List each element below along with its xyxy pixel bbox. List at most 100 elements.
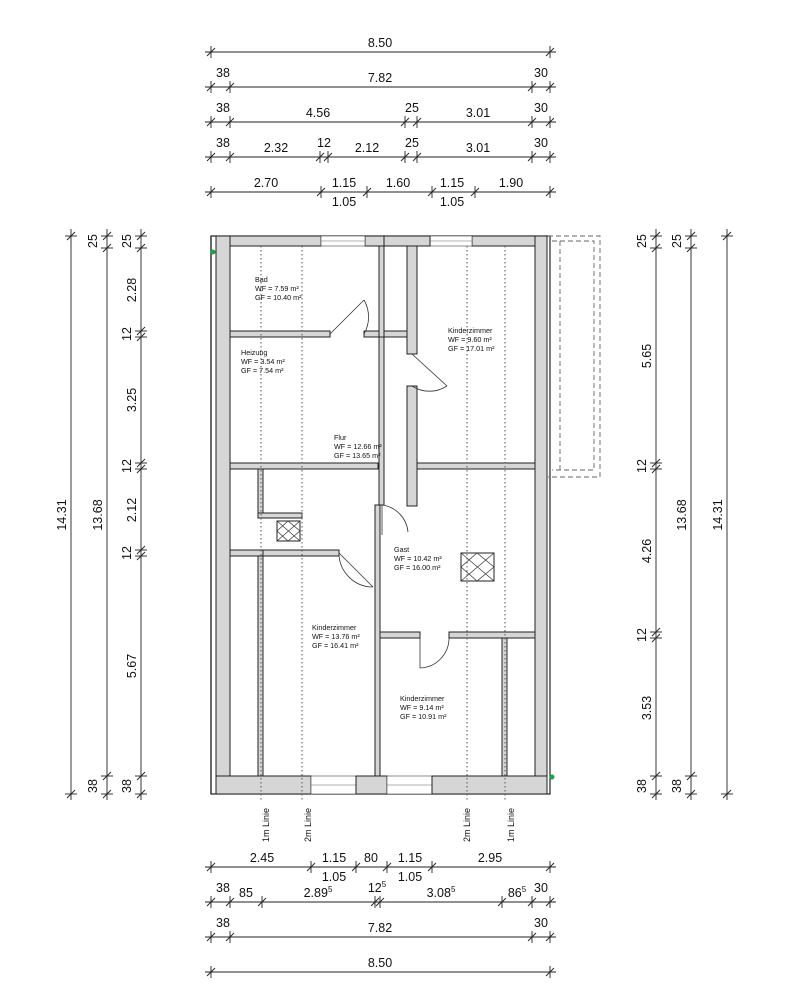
room-gast-name: Gast (394, 545, 409, 554)
dim-bot-r2-left: 38 (216, 881, 230, 895)
room-flur-gf: GF = 13.65 m² (334, 451, 381, 460)
room-bad: Bad WF = 7.59 m² GF = 10.40 m² (255, 275, 302, 302)
dim-top-r5-f: 1.05 (332, 195, 356, 209)
dim-bot-r1-f: 1.05 (322, 870, 346, 884)
dim-left-bot-b: 38 (120, 779, 134, 793)
top-dimensions: 8.50 38 7.82 30 38 4.56 25 3.01 30 38 (205, 36, 556, 209)
line-label-4: 1m Linie (506, 808, 516, 842)
room-bad-name: Bad (255, 275, 268, 284)
room-bad-wf: WF = 7.59 m² (255, 284, 299, 293)
room-kinder3-gf: GF = 10.91 m² (400, 712, 447, 721)
dim-top-r4-right: 30 (534, 136, 548, 150)
door-kinderzimmer-right (419, 635, 450, 669)
dim-top-r2-mid: 7.82 (368, 71, 392, 85)
height-line-labels: 1m Linie 2m Linie 2m Linie 1m Linie (261, 808, 516, 842)
dim-bot-r2-c: 12 (368, 881, 382, 895)
dim-left-seg3: 2.12 (125, 498, 139, 522)
dim-left-top-a: 25 (86, 234, 100, 248)
dim-right-total: 14.31 (711, 499, 725, 530)
dim-bot-r2-b: 2.89 (304, 886, 328, 900)
dim-right-bot-b: 38 (670, 779, 684, 793)
dim-top-r3-left: 38 (216, 101, 230, 115)
room-kinderzimmer-1: Kinderzimmer WF = 9.60 m² GF = 17.01 m² (448, 326, 495, 353)
room-kinder3-wf: WF = 9.14 m² (400, 703, 444, 712)
dim-top-r5-e: 1.90 (499, 176, 523, 190)
dim-left-seg4: 5.67 (125, 654, 139, 678)
dim-right-top-b: 25 (670, 234, 684, 248)
dim-bot-r1-c: 80 (364, 851, 378, 865)
dim-left-inner: 13.68 (91, 499, 105, 530)
dim-top-r2-left: 38 (216, 66, 230, 80)
room-gast-gf: GF = 16.00 m² (394, 563, 441, 572)
line-label-3: 2m Linie (462, 808, 472, 842)
dim-bot-r3-mid: 7.82 (368, 921, 392, 935)
dim-bot-r1-a: 2.45 (250, 851, 274, 865)
svg-text:865: 865 (508, 885, 527, 900)
dim-top-r3-c: 3.01 (466, 106, 490, 120)
room-kinder1-name: Kinderzimmer (448, 326, 493, 335)
dim-top-r3-right: 30 (534, 101, 548, 115)
door-bad (329, 299, 369, 335)
door-kinderzimmer-top (411, 353, 448, 392)
dim-bot-r2-e-sup: 5 (522, 885, 527, 894)
dim-left-seg1: 2.28 (125, 278, 139, 302)
dim-bot-r2-b-sup: 5 (328, 885, 333, 894)
line-label-2: 2m Linie (303, 808, 313, 842)
room-flur-name: Flur (334, 433, 347, 442)
room-flur: Flur WF = 12.66 m² GF = 13.65 m² (334, 433, 382, 460)
dim-top-r5-g: 1.05 (440, 195, 464, 209)
dim-top-r2-right: 30 (534, 66, 548, 80)
dim-right-bot-a: 38 (635, 779, 649, 793)
room-heizung-gf: GF = 7.54 m² (241, 366, 284, 375)
room-kinder2-gf: GF = 16.41 m² (312, 641, 359, 650)
dim-top-r5-b: 1.15 (332, 176, 356, 190)
dim-left-seg2: 3.25 (125, 388, 139, 412)
room-kinder2-wf: WF = 13.76 m² (312, 632, 360, 641)
dim-bot-r1-g: 1.05 (398, 870, 422, 884)
room-gast: Gast WF = 10.42 m² GF = 16.00 m² (394, 545, 442, 572)
dim-bot-r1-b: 1.15 (322, 851, 346, 865)
dim-right-w1: 12 (635, 459, 649, 473)
dim-right-inner: 13.68 (675, 499, 689, 530)
dim-bot-r3-left: 38 (216, 916, 230, 930)
left-dimensions: 14.31 13.68 25 38 25 2.28 12 3.25 12 2.1… (55, 229, 147, 800)
dim-bot-r1-d: 1.15 (398, 851, 422, 865)
dim-bot-r2-c-sup: 5 (382, 880, 387, 889)
dim-top-r4-b: 12 (317, 136, 331, 150)
dim-bot-r2-a: 85 (239, 886, 253, 900)
dim-left-bot-a: 38 (86, 779, 100, 793)
dim-left-total: 14.31 (55, 499, 69, 530)
dim-bot-total: 8.50 (368, 956, 392, 970)
dim-right-seg1: 5.65 (640, 344, 654, 368)
building (210, 235, 601, 800)
room-heizung-wf: WF = 3.54 m² (241, 357, 285, 366)
dim-bot-r2-e: 86 (508, 886, 522, 900)
svg-text:2.895: 2.895 (304, 885, 333, 900)
balcony-outline (548, 235, 601, 478)
dim-top-r4-left: 38 (216, 136, 230, 150)
dim-bot-r3-right: 30 (534, 916, 548, 930)
bottom-dimensions: 2.45 1.15 80 1.15 2.95 1.05 1.05 38 85 2… (205, 851, 556, 978)
room-kinder1-gf: GF = 17.01 m² (448, 344, 495, 353)
dim-top-r5-c: 1.60 (386, 176, 410, 190)
room-kinder3-name: Kinderzimmer (400, 694, 445, 703)
dim-top-r5-a: 2.70 (254, 176, 278, 190)
room-heizung-name: Heizung (241, 348, 267, 357)
room-flur-wf: WF = 12.66 m² (334, 442, 382, 451)
dim-left-w3: 12 (120, 546, 134, 560)
dim-top-r5-d: 1.15 (440, 176, 464, 190)
dim-right-seg2: 4.26 (640, 539, 654, 563)
dim-right-seg3: 3.53 (640, 696, 654, 720)
dim-right-w2: 12 (635, 628, 649, 642)
dim-top-r4-d: 25 (405, 136, 419, 150)
line-label-1: 1m Linie (261, 808, 271, 842)
room-kinderzimmer-2: Kinderzimmer WF = 13.76 m² GF = 16.41 m² (312, 623, 360, 650)
dim-left-w2: 12 (120, 459, 134, 473)
room-bad-gf: GF = 10.40 m² (255, 293, 302, 302)
dim-bot-r2-right: 30 (534, 881, 548, 895)
dim-top-r4-c: 2.12 (355, 141, 379, 155)
dim-top-r3-a: 4.56 (306, 106, 330, 120)
svg-text:125: 125 (368, 880, 387, 895)
dim-bot-r1-e: 2.95 (478, 851, 502, 865)
